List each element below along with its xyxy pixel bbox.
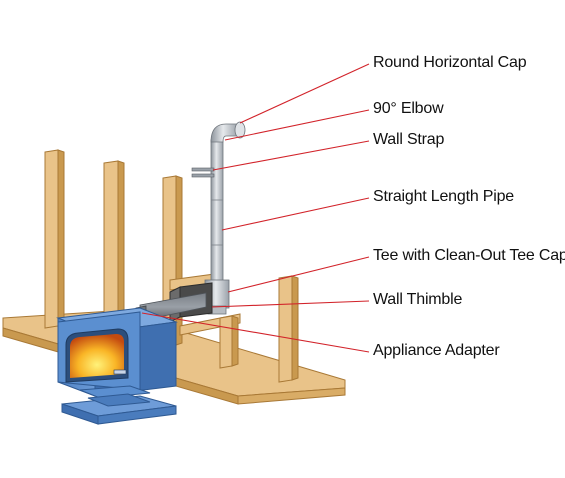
leader-tee-clean-out [227,256,370,293]
label-round-horizontal-cap: Round Horizontal Cap [373,54,527,71]
leader-straight-length-pipe [221,197,370,231]
label-wall-thimble: Wall Thimble [373,291,463,308]
leader-wall-strap [212,140,370,171]
leader-lines [141,63,370,353]
label-wall-strap: Wall Strap [373,131,445,148]
label-elbow-90: 90° Elbow [373,100,444,117]
leader-round-horizontal-cap [239,63,370,124]
leader-elbow-90 [224,109,370,141]
label-straight-length-pipe: Straight Length Pipe [373,188,514,205]
wood-stove [56,307,178,425]
leader-appliance-adapter [141,312,370,353]
label-tee-clean-out: Tee with Clean-Out Tee Cap [373,247,565,264]
label-appliance-adapter: Appliance Adapter [373,342,500,359]
leader-wall-thimble [211,300,370,308]
